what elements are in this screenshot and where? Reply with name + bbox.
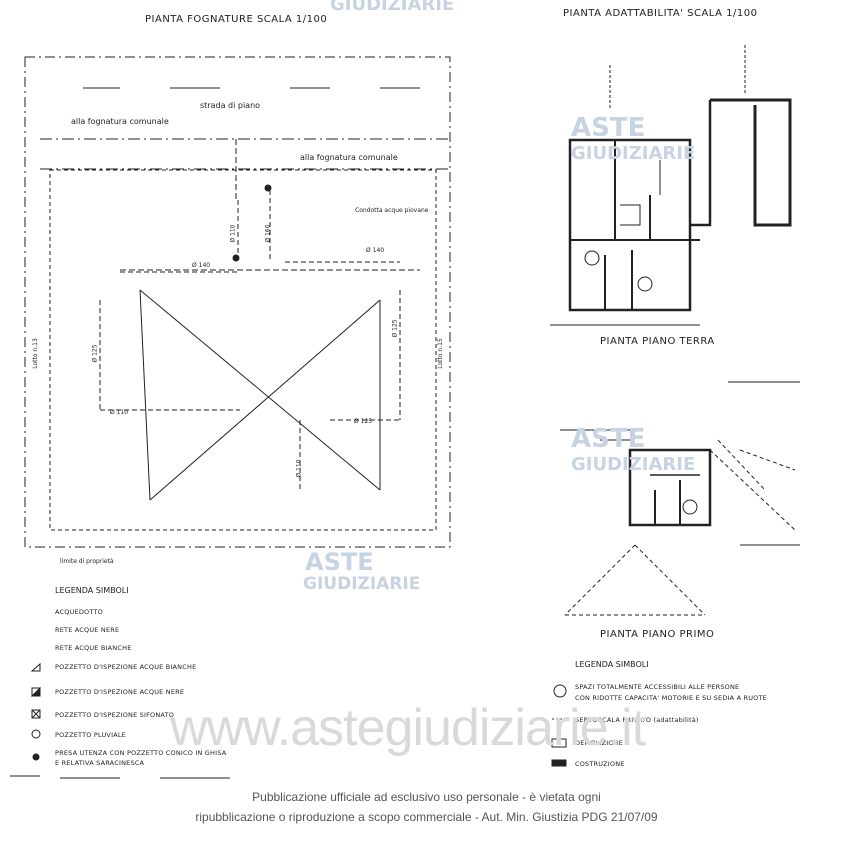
legend-left-item: POZZETTO D'ISPEZIONE ACQUE NERE xyxy=(55,688,185,696)
legend-left-item: POZZETTO PLUVIALE xyxy=(55,731,126,739)
watermark-aste-1: ASTE xyxy=(571,113,646,143)
watermark-aste-2: ASTE xyxy=(571,424,646,454)
sewer-label-1: alla fognatura comunale xyxy=(71,117,169,126)
house-outline xyxy=(49,169,437,531)
pipe-label-2: Ø 160 xyxy=(264,224,272,243)
adaptability-plan-title: PIANTA ADATTABILITA' SCALA 1/100 xyxy=(563,8,758,19)
pipe-label-5: Ø 125 xyxy=(91,344,99,363)
legend-right-item: DEMOLIZIONE xyxy=(575,739,624,747)
legend-left-item: E RELATIVA SARACINESCA xyxy=(55,759,145,767)
legend-left-item: POZZETTO D'ISPEZIONE ACQUE BIANCHE xyxy=(55,663,197,671)
pipe-label-7: Ø 110 xyxy=(110,409,129,416)
legend-left-heading: LEGENDA SIMBOLI xyxy=(55,586,129,595)
rainwater-note: Condotta acque piovane xyxy=(355,207,429,214)
legend-right-heading: LEGENDA SIMBOLI xyxy=(575,660,649,669)
watermark-top: GIUDIZIARIE xyxy=(330,0,455,15)
footer-line-1: Pubblicazione ufficiale ad esclusivo uso… xyxy=(252,790,601,804)
pipe-label-9: Ø 110 xyxy=(295,459,303,478)
watermark-giudiziarie-2: GIUDIZIARIE xyxy=(571,454,696,475)
ground-floor-plan xyxy=(550,45,800,383)
first-floor-plan xyxy=(560,429,800,616)
footer-line-2: ripubblicazione o riproduzione a scopo c… xyxy=(195,810,658,824)
ground-floor-title: PIANTA PIANO TERRA xyxy=(600,336,715,347)
property-limit-label: limite di proprietà xyxy=(60,558,114,565)
lot-right-label: Lotto n.15 xyxy=(436,338,444,369)
watermark-giudiziarie-1: GIUDIZIARIE xyxy=(571,143,696,164)
pipe-label-4: Ø 140 xyxy=(366,247,385,254)
pipe-label-3: Ø 140 xyxy=(192,262,211,269)
legend-left-item: POZZETTO D'ISPEZIONE SIFONATO xyxy=(55,711,175,719)
pipe-label-1: Ø 110 xyxy=(229,224,237,243)
pipe-label-8: Ø 125 xyxy=(354,418,373,425)
legend-right-item: SPAZI TOTALMENTE ACCESSIBILI ALLE PERSON… xyxy=(575,683,740,691)
legend-left-item: RETE ACQUE BIANCHE xyxy=(55,644,132,652)
first-floor-title: PIANTA PIANO PRIMO xyxy=(600,629,715,640)
lot-left-label: Lotto n.13 xyxy=(31,338,39,369)
site-watermark: www.astegiudiziarie.it xyxy=(170,699,646,757)
sewer-label-2: alla fognatura comunale xyxy=(300,153,398,162)
legend-right-item: COSTRUZIONE xyxy=(575,760,625,768)
legend-right-item: SERVOSCALA PRIVATO (adattabilità) xyxy=(575,716,699,724)
sewer-plan-title: PIANTA FOGNATURE SCALA 1/100 xyxy=(145,14,328,25)
legend-left-item: RETE ACQUE NERE xyxy=(55,626,120,634)
watermark-aste-3: ASTE xyxy=(305,548,374,576)
watermark-giudiziarie-3: GIUDIZIARIE xyxy=(303,574,421,594)
road-label: strada di piano xyxy=(200,101,261,110)
legend-left-item: PRESA UTENZA CON POZZETTO CONICO IN GHIS… xyxy=(55,749,227,757)
legend-right-item: CON RIDOTTE CAPACITA' MOTORIE E SU SEDIA… xyxy=(575,694,767,702)
pipe-label-6: Ø 125 xyxy=(391,319,399,338)
legend-left-item: ACQUEDOTTO xyxy=(55,608,103,616)
lot-boundary xyxy=(24,56,451,548)
